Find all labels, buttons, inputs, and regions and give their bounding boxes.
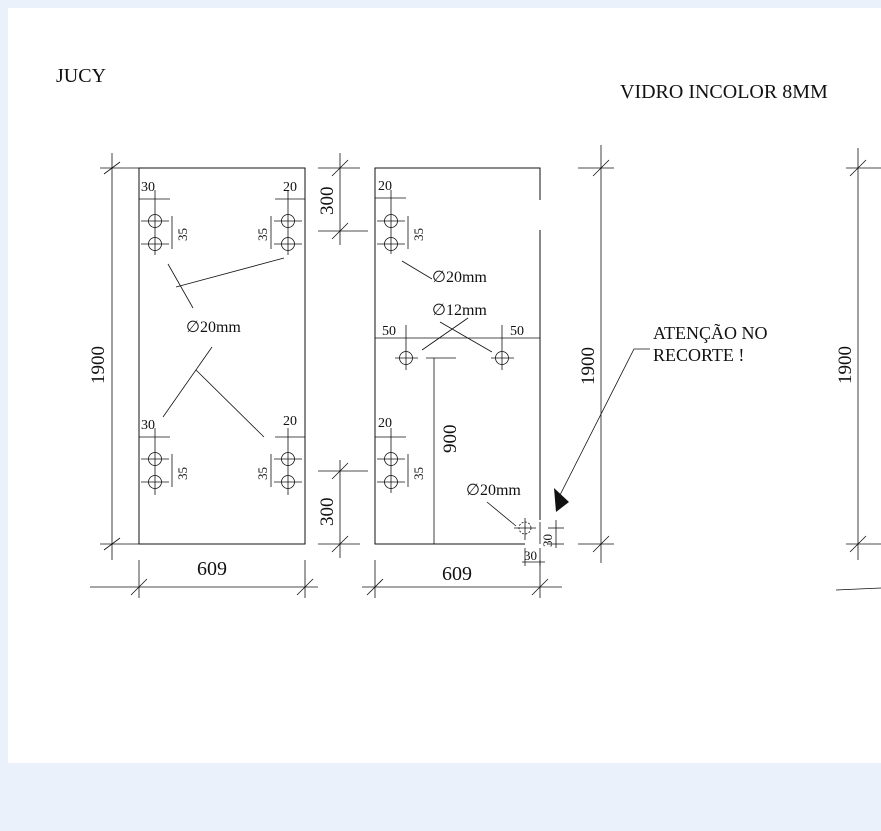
- cutout-height-dim: 30: [540, 534, 555, 547]
- handle-hole-right: [495, 351, 509, 365]
- hole-circle: [148, 475, 162, 489]
- right-bottom-spacing: 35: [411, 467, 426, 480]
- left-top-right-spacing: 35: [255, 228, 270, 241]
- client-name: JUCY: [56, 65, 106, 87]
- left-glass-panel: 1900 609 30 35 20 35 ∅20mm: [88, 153, 318, 598]
- handle-hole-left: [399, 351, 413, 365]
- between-panels-dims: 300 300: [317, 153, 368, 558]
- hole-circle: [148, 237, 162, 251]
- left-bottom-left-spacing: 35: [175, 467, 190, 480]
- left-bottom-left-offset: 30: [141, 418, 155, 433]
- left-bottom-right-offset: 20: [283, 414, 297, 429]
- note-line-2: RECORTE !: [653, 345, 744, 365]
- handle-offset-left: 50: [382, 324, 396, 339]
- material-label: VIDRO INCOLOR 8MM: [620, 81, 828, 103]
- left-bottom-right-spacing: 35: [255, 467, 270, 480]
- right-panel-outline: [374, 167, 541, 545]
- left-width-dim: 609: [197, 558, 227, 580]
- left-top-left-spacing: 35: [175, 228, 190, 241]
- cutout-warning-note: ATENÇÃO NO RECORTE !: [554, 322, 768, 512]
- hole-circle: [281, 237, 295, 251]
- drawing-sheet: [8, 8, 881, 763]
- hole-circle: [281, 475, 295, 489]
- hole-circle: [384, 452, 398, 466]
- left-height-dim: 1900: [88, 346, 109, 384]
- hole-circle: [148, 452, 162, 466]
- cutout-width-dim: 30: [524, 548, 537, 563]
- left-top-right-offset: 20: [283, 180, 297, 195]
- right-bottom-hole-diameter: ∅20mm: [466, 482, 521, 499]
- right-top-spacing: 35: [411, 228, 426, 241]
- hole-circle: [148, 214, 162, 228]
- hole-circle: [281, 452, 295, 466]
- note-line-1: ATENÇÃO NO: [653, 322, 768, 343]
- left-hole-diameter: ∅20mm: [186, 319, 241, 336]
- right-top-hole-diameter: ∅20mm: [432, 269, 487, 286]
- third-height-dim: 1900: [835, 346, 856, 384]
- right-top-offset: 20: [378, 179, 392, 194]
- handle-offset-right: 50: [510, 324, 524, 339]
- hole-circle: [384, 214, 398, 228]
- hole-circle: [384, 237, 398, 251]
- note-arrow-icon: [554, 488, 569, 512]
- right-bottom-offset: 20: [378, 416, 392, 431]
- handle-diameter: ∅12mm: [432, 302, 487, 319]
- hole-circle: [384, 475, 398, 489]
- right-glass-panel: 609 20 35 ∅20mm ∅12mm 50 50 900: [362, 145, 614, 598]
- top-gap-dim: 300: [317, 187, 338, 216]
- hole-circle: [281, 214, 295, 228]
- handle-height-dim: 900: [440, 425, 461, 454]
- left-panel-outline: [138, 167, 306, 545]
- third-panel-partial: 1900: [835, 148, 881, 591]
- right-height-dim: 1900: [578, 347, 599, 385]
- right-width-dim: 609: [442, 563, 472, 585]
- left-top-left-offset: 30: [141, 180, 155, 195]
- bottom-gap-dim: 300: [317, 498, 338, 527]
